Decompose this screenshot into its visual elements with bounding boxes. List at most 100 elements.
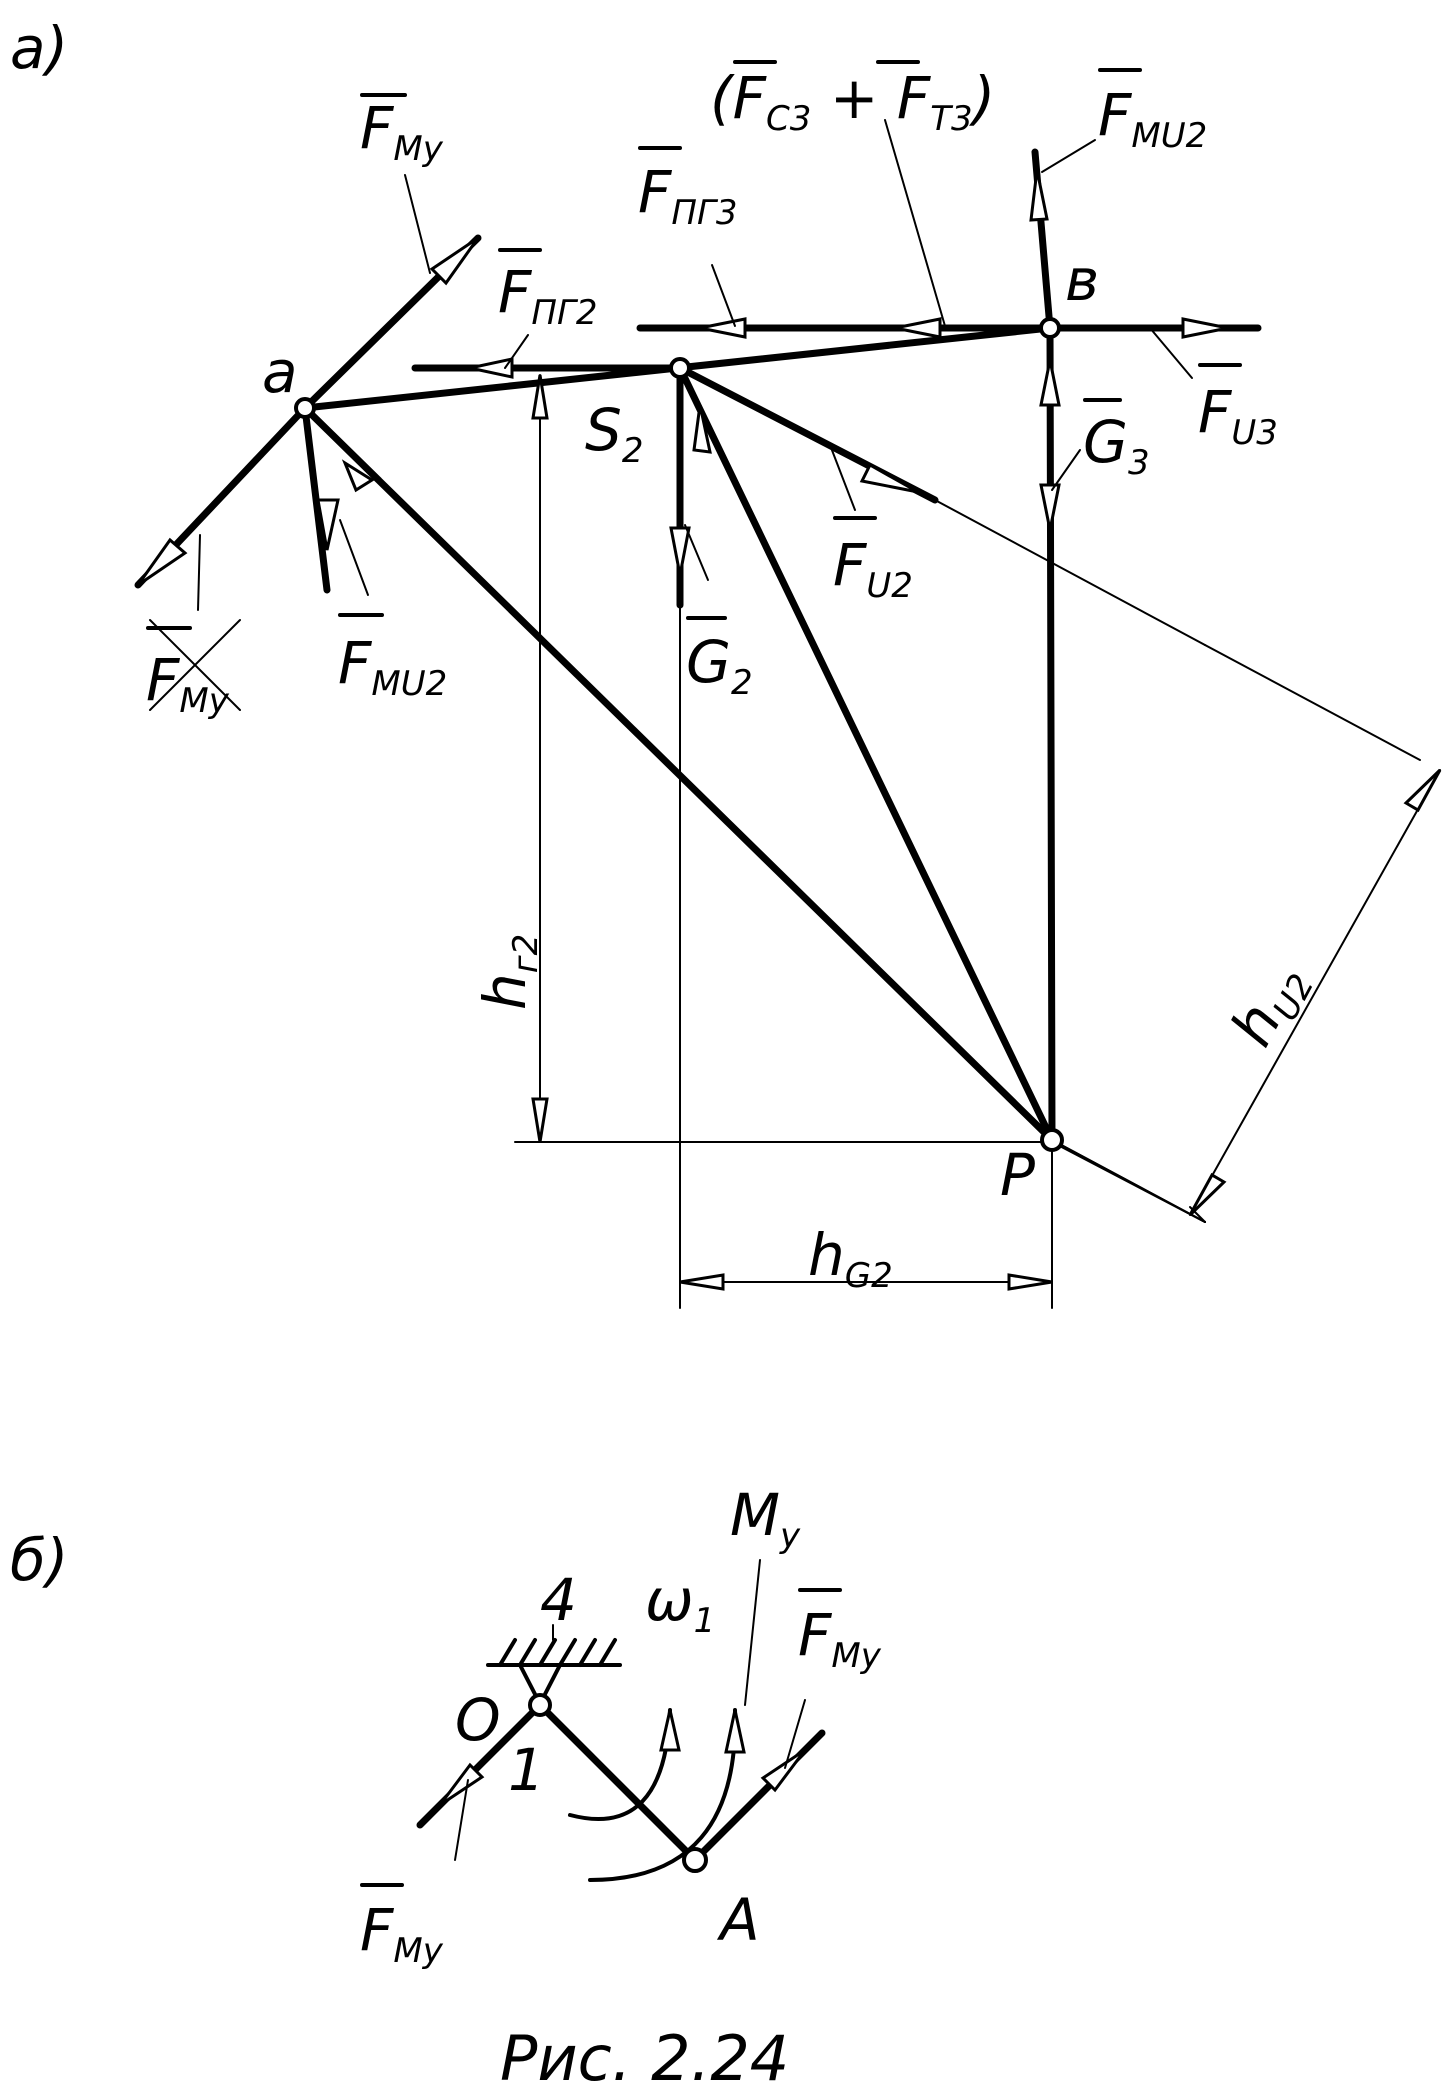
- label-g3: G3: [1083, 398, 1150, 483]
- force-f-mu2-a-line: [301, 404, 331, 594]
- svg-text:FMU2: FMU2: [1098, 81, 1207, 156]
- label-h-g2: hG2: [808, 1221, 893, 1296]
- force-g2-arrowhead: [669, 526, 691, 576]
- leader-f-mu2-a: [339, 519, 369, 596]
- force-a-p-arrowhead: [341, 459, 375, 493]
- label-point-o: O: [455, 1686, 501, 1754]
- svg-text:FПГ3: FПГ3: [638, 158, 738, 233]
- label-omega-1: ω1: [645, 1566, 715, 1641]
- f-u2-extension-line-2: [1204, 644, 1421, 761]
- svg-text:FПГ2: FПГ2: [498, 258, 598, 333]
- moment-arrowhead: [724, 1709, 746, 1754]
- dim-h-g2-arrow-right: [1007, 1273, 1053, 1291]
- label-h-r2: hг2: [471, 934, 546, 1010]
- label-point-a: a: [262, 338, 298, 406]
- panel-a: а): [10, 14, 1442, 1309]
- svg-text:FMу: FMу: [146, 646, 230, 721]
- joint-b: [1039, 317, 1061, 339]
- label-f-u2: FU2: [833, 516, 913, 606]
- svg-text:FMу: FMу: [360, 1896, 444, 1971]
- label-point-s2: S2: [585, 396, 643, 471]
- dim-h-r2-arrow-top: [531, 374, 549, 420]
- svg-text:FU3: FU3: [1198, 378, 1278, 453]
- force-g3-up-arrowhead: [1039, 359, 1061, 407]
- line-s2-p: [676, 364, 1056, 1144]
- pole-p: [1040, 1128, 1064, 1152]
- force-g3-down-arrowhead: [1039, 483, 1061, 531]
- line-a-p: [301, 404, 1056, 1144]
- label-f-my-top: FMу: [360, 93, 444, 169]
- omega-arrowhead: [659, 1709, 681, 1752]
- label-f-my-left: FMу: [360, 1883, 444, 1971]
- leader-f-my-a: [784, 1699, 806, 1769]
- force-f-mu2-b-arrowhead: [1029, 169, 1049, 222]
- label-g2: G2: [686, 616, 753, 703]
- label-f-my-right: FMу: [798, 1588, 882, 1676]
- crank-link-1: [536, 1701, 699, 1864]
- leader-f-c3-t3: [884, 119, 946, 327]
- label-link-1: 1: [508, 1736, 545, 1804]
- label-ground-4: 4: [540, 1566, 577, 1634]
- dim-h-g2-arrow-left: [679, 1273, 725, 1291]
- svg-text:FMу: FMу: [360, 94, 444, 169]
- force-f-my-o-arrowhead: [438, 1762, 485, 1807]
- svg-text:FMU2: FMU2: [338, 629, 447, 704]
- label-point-p: P: [1000, 1141, 1035, 1209]
- svg-text:FMу: FMу: [798, 1601, 882, 1676]
- leader-f-pg3: [711, 264, 736, 327]
- leader-f-my-o: [454, 1779, 469, 1861]
- force-f-my-up-arrowhead: [429, 236, 480, 286]
- leader-f-u2: [829, 444, 856, 511]
- dim-h-u2-arrow-bottom: [1188, 1172, 1227, 1217]
- leader-g2: [684, 524, 709, 581]
- leader-f-my-bottom: [197, 534, 201, 611]
- moment-arc: [588, 1708, 738, 1882]
- svg-text:FU2: FU2: [833, 531, 913, 606]
- dim-h-u2-line: [1189, 769, 1441, 1216]
- label-h-u2: hU2: [1217, 951, 1322, 1060]
- panel-b-tag: б): [10, 1526, 68, 1594]
- force-f-mu2-a-arrowhead: [316, 498, 340, 551]
- figure-caption: Рис. 2.24: [500, 2022, 789, 2095]
- joint-s2: [669, 357, 691, 379]
- joint-a-crank: [682, 1847, 708, 1873]
- joint-o: [528, 1693, 552, 1717]
- panel-b: б): [10, 1481, 882, 1971]
- dim-h-u2-extension: [1051, 1141, 1206, 1223]
- panel-a-tag: а): [10, 14, 68, 82]
- svg-text:(FC3 + FT3): (FC3 + FT3): [710, 64, 995, 139]
- f-u2-extension-line: [934, 499, 1206, 646]
- svg-text:G2: G2: [686, 628, 753, 703]
- svg-text:G3: G3: [1083, 408, 1150, 483]
- dim-h-r2-arrow-bottom: [531, 1097, 549, 1143]
- label-moment-my: Mу: [730, 1481, 801, 1556]
- cross-out-line-2: [149, 619, 241, 711]
- label-f-mu2-b: FMU2: [1098, 68, 1207, 156]
- force-s2-p-arrowhead: [692, 404, 712, 454]
- leader-f-mu2-b: [1041, 139, 1096, 173]
- force-f-my-a-arrowhead: [760, 1748, 807, 1793]
- label-f-mu2-a: FMU2: [338, 613, 447, 704]
- omega-arc: [568, 1708, 672, 1821]
- ground-hatching: [498, 1638, 617, 1667]
- force-f-c3-t3-arrowhead: [894, 317, 942, 339]
- leader-g3: [1051, 449, 1081, 491]
- joint-a: [294, 397, 316, 419]
- line-b-p: [1046, 324, 1056, 1144]
- label-point-a-crank: A: [716, 1886, 760, 1954]
- label-point-b: в: [1065, 246, 1099, 314]
- force-f-pg2-arrowhead: [469, 357, 514, 379]
- label-f-pg2: FПГ2: [498, 248, 598, 333]
- leader-f-u3: [1149, 327, 1193, 379]
- force-f-u3-arrowhead: [1181, 317, 1229, 339]
- label-f-pg3: FПГ3: [638, 146, 738, 233]
- leader-f-pg2: [504, 334, 529, 369]
- dim-h-u2-arrow-top: [1403, 768, 1442, 813]
- leader-f-my-top: [404, 174, 431, 274]
- label-f-u3: FU3: [1198, 363, 1278, 453]
- force-f-my-down-arrowhead: [136, 537, 188, 587]
- force-f-pg3-arrowhead: [699, 317, 747, 339]
- force-f-u2-arrowhead: [859, 462, 919, 494]
